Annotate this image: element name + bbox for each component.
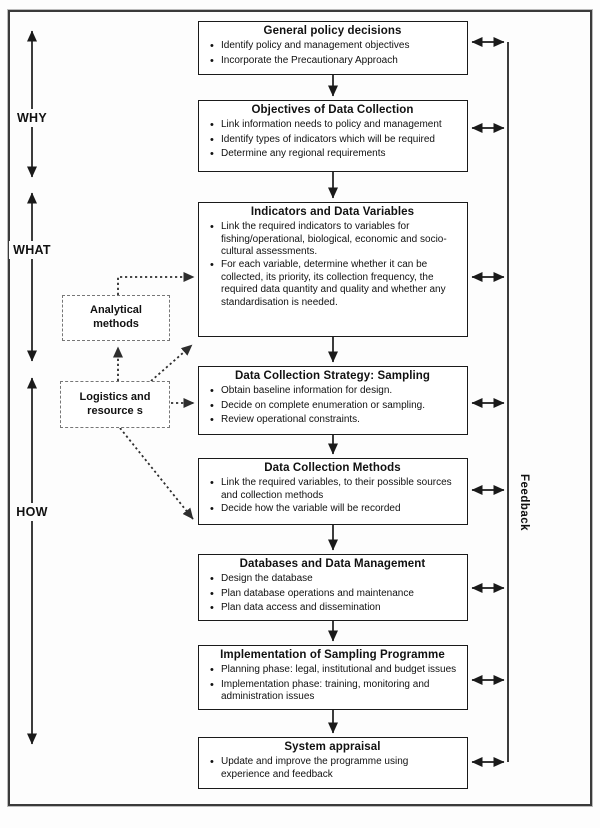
bullet-item: Link information needs to policy and man… xyxy=(210,119,459,133)
bullet-item: Identify types of indicators which will … xyxy=(210,134,459,148)
stage-title: Databases and Data Management xyxy=(239,558,426,570)
bullet-item: Decide on complete enumeration or sampli… xyxy=(210,400,459,414)
bullet-item: For each variable, determine whether it … xyxy=(210,259,459,309)
stage-title: Implementation of Sampling Programme xyxy=(220,649,445,661)
stage-title: System appraisal xyxy=(284,741,381,753)
bullet-marker xyxy=(210,259,221,309)
bullet-item: Implementation phase: training, monitori… xyxy=(210,679,459,704)
bullet-item: Review operational constraints. xyxy=(210,414,459,428)
logistics-to-methods-arrow xyxy=(119,427,194,520)
analytical-methods-label: Analytical methods xyxy=(90,304,142,330)
feedback-connectors xyxy=(471,37,509,767)
analytical-to-indicators-arrow xyxy=(117,272,195,295)
bullet-marker xyxy=(210,503,221,517)
bullet-item: Design the database xyxy=(210,573,459,587)
stage-databases: Databases and Data Management Design the… xyxy=(198,554,468,621)
bullet-marker xyxy=(210,477,221,502)
how-label: HOW xyxy=(11,503,53,521)
bullet-marker xyxy=(210,664,221,678)
stage-title: Data Collection Strategy: Sampling xyxy=(234,370,431,382)
stage-title: General policy decisions xyxy=(263,25,402,37)
bullet-item: Identify policy and management objective… xyxy=(210,40,459,54)
bullet-marker xyxy=(210,119,221,133)
logistics-resources-box: Logistics and resource s xyxy=(60,381,170,428)
stage-title: Indicators and Data Variables xyxy=(250,206,415,218)
bullet-item: Update and improve the programme using e… xyxy=(210,756,459,781)
stage-collection-methods: Data Collection Methods Link the require… xyxy=(198,458,468,525)
bullet-item: Planning phase: legal, institutional and… xyxy=(210,664,459,678)
stage-indicators: Indicators and Data Variables Link the r… xyxy=(198,202,468,337)
bullet-item: Plan database operations and maintenance xyxy=(210,588,459,602)
analytical-methods-box: Analytical methods xyxy=(62,295,170,341)
bullet-marker xyxy=(210,588,221,602)
bullet-marker xyxy=(210,221,221,258)
logistics-to-indicators-arrow xyxy=(150,344,193,382)
side-box-dotted-arrows xyxy=(113,272,195,520)
stage-general-policy: General policy decisions Identify policy… xyxy=(198,21,468,75)
feedback-label: Feedback xyxy=(518,474,530,532)
bullet-marker xyxy=(210,679,221,704)
bullet-marker xyxy=(210,756,221,781)
logistics-resources-label: Logistics and resource s xyxy=(79,390,151,417)
stage-system-appraisal: System appraisal Update and improve the … xyxy=(198,737,468,789)
bullet-marker xyxy=(210,400,221,414)
bullet-item: Link the required indicators to variable… xyxy=(210,221,459,258)
stage-title: Data Collection Methods xyxy=(264,462,401,474)
bullet-item: Plan data access and dissemination xyxy=(210,602,459,616)
bullet-marker xyxy=(210,148,221,162)
bullet-item: Obtain baseline information for design. xyxy=(210,385,459,399)
outer-border xyxy=(8,10,592,806)
bullet-item: Determine any regional requirements xyxy=(210,148,459,162)
bullet-item: Link the required variables, to their po… xyxy=(210,477,459,502)
bullet-marker xyxy=(210,414,221,428)
stage-objectives: Objectives of Data Collection Link infor… xyxy=(198,100,468,172)
bullet-marker xyxy=(210,385,221,399)
bullet-marker xyxy=(210,55,221,69)
bullet-marker xyxy=(210,134,221,148)
what-label: WHAT xyxy=(9,241,55,259)
stage-title: Objectives of Data Collection xyxy=(251,104,414,116)
bullet-item: Decide how the variable will be recorded xyxy=(210,503,459,517)
stage-sampling-strategy: Data Collection Strategy: Sampling Obtai… xyxy=(198,366,468,435)
bullet-item: Incorporate the Precautionary Approach xyxy=(210,55,459,69)
bullet-marker xyxy=(210,573,221,587)
bullet-marker xyxy=(210,602,221,616)
bullet-marker xyxy=(210,40,221,54)
stage-implementation: Implementation of Sampling Programme Pla… xyxy=(198,645,468,710)
why-label: WHY xyxy=(11,109,53,127)
